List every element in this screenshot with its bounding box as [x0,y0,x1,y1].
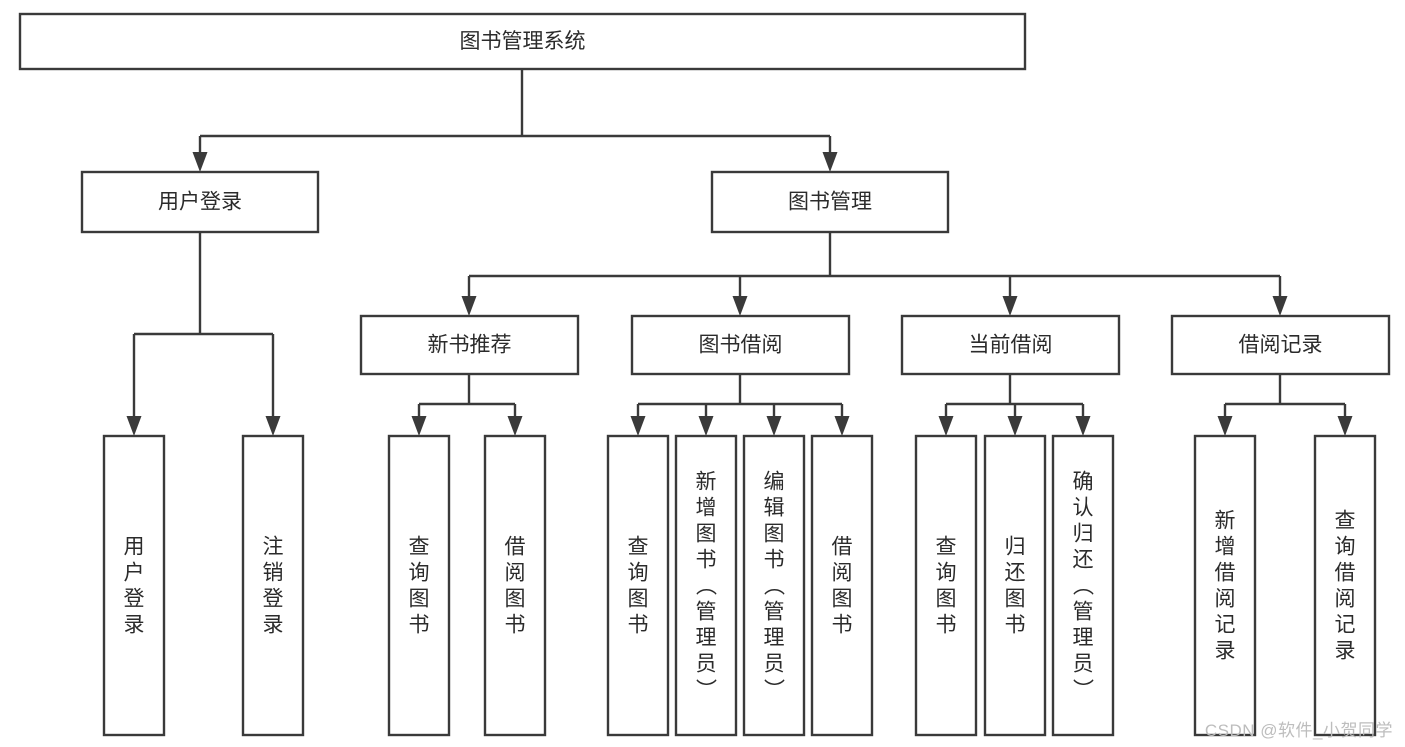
arrow-head-icon [192,152,208,172]
node-box-current-borrow[interactable] [900,314,1121,376]
arrow-head-icon [507,416,523,436]
node-box-leaf-query-book-3[interactable] [914,434,978,737]
node-leaf-edit-book[interactable]: 编辑图书（管理员） [742,434,806,737]
node-label-new-book-rec: 新书推荐 [428,334,512,357]
arrow-head-icon [1075,416,1091,436]
arrow-head-icon [265,416,281,436]
node-label-leaf-query-record: 查询借阅记录 [1335,510,1356,663]
node-leaf-add-book[interactable]: 新增图书（管理员） [674,434,738,737]
connector-layer [126,69,1353,436]
arrow-head-icon [766,416,782,436]
node-box-user-login[interactable] [80,170,320,234]
node-box-leaf-confirm-return[interactable] [1051,434,1115,737]
node-leaf-logout[interactable]: 注销登录 [241,434,305,737]
node-leaf-confirm-return[interactable]: 确认归还（管理员） [1051,434,1115,737]
arrow-head-icon [732,296,748,316]
node-label-book-borrow: 图书借阅 [699,334,783,357]
node-leaf-query-book-3[interactable]: 查询图书 [914,434,978,737]
node-box-book-manage[interactable] [710,170,950,234]
node-user-login[interactable]: 用户登录 [80,170,320,234]
node-box-new-book-rec[interactable] [359,314,580,376]
node-box-leaf-add-book[interactable] [674,434,738,737]
arrow-head-icon [411,416,427,436]
connector-bus-book-borrow [630,374,850,436]
arrow-head-icon [1007,416,1023,436]
node-current-borrow[interactable]: 当前借阅 [900,314,1121,376]
arrow-head-icon [1337,416,1353,436]
node-box-book-borrow[interactable] [630,314,851,376]
arrow-head-icon [1002,296,1018,316]
node-box-leaf-add-record[interactable] [1193,434,1257,737]
connector-bus-book-manage [461,232,1288,316]
node-box-leaf-logout[interactable] [241,434,305,737]
arrow-head-icon [1272,296,1288,316]
arrow-head-icon [822,152,838,172]
node-new-book-rec[interactable]: 新书推荐 [359,314,580,376]
arrow-head-icon [834,416,850,436]
node-box-leaf-borrow-book-2[interactable] [810,434,874,737]
node-box-leaf-query-record[interactable] [1313,434,1377,737]
connector-bus-current-borrow [938,374,1091,436]
node-leaf-query-book-2[interactable]: 查询图书 [606,434,670,737]
connector-bus-root [192,69,838,172]
node-leaf-return-book[interactable]: 归还图书 [983,434,1047,737]
connector-bus-user-login [126,232,281,436]
arrow-head-icon [630,416,646,436]
node-layer: 图书管理系统用户登录图书管理新书推荐图书借阅当前借阅借阅记录用户登录注销登录查询… [18,12,1391,737]
node-label-leaf-borrow-book-2: 借阅图书 [832,536,853,637]
node-book-manage[interactable]: 图书管理 [710,170,950,234]
node-box-leaf-edit-book[interactable] [742,434,806,737]
node-label-leaf-confirm-return: 确认归还（管理员） [1073,471,1095,702]
arrow-head-icon [938,416,954,436]
node-label-leaf-logout: 注销登录 [263,536,284,637]
node-leaf-query-record[interactable]: 查询借阅记录 [1313,434,1377,737]
node-root[interactable]: 图书管理系统 [18,12,1027,71]
node-leaf-borrow-book-1[interactable]: 借阅图书 [483,434,547,737]
node-label-leaf-return-book: 归还图书 [1005,536,1026,637]
arrow-head-icon [126,416,142,436]
node-borrow-record[interactable]: 借阅记录 [1170,314,1391,376]
node-label-book-manage: 图书管理 [788,191,872,214]
node-label-leaf-query-book-1: 查询图书 [409,536,430,637]
node-box-leaf-return-book[interactable] [983,434,1047,737]
connector-bus-borrow-record [1217,374,1353,436]
node-label-leaf-query-book-2: 查询图书 [628,536,649,637]
node-label-user-login: 用户登录 [158,191,242,214]
node-box-leaf-query-book-1[interactable] [387,434,451,737]
node-label-leaf-query-book-3: 查询图书 [936,536,957,637]
node-book-borrow[interactable]: 图书借阅 [630,314,851,376]
node-label-leaf-user-login: 用户登录 [124,536,145,637]
node-leaf-query-book-1[interactable]: 查询图书 [387,434,451,737]
node-leaf-borrow-book-2[interactable]: 借阅图书 [810,434,874,737]
node-label-leaf-add-book: 新增图书（管理员） [696,471,718,702]
node-label-leaf-borrow-book-1: 借阅图书 [505,536,526,637]
node-box-leaf-borrow-book-1[interactable] [483,434,547,737]
arrow-head-icon [1217,416,1233,436]
node-label-root: 图书管理系统 [460,30,586,53]
arrow-head-icon [461,296,477,316]
node-box-root[interactable] [18,12,1027,71]
node-box-leaf-query-book-2[interactable] [606,434,670,737]
node-box-leaf-user-login[interactable] [102,434,166,737]
node-label-leaf-add-record: 新增借阅记录 [1215,510,1236,663]
arrow-head-icon [698,416,714,436]
node-label-current-borrow: 当前借阅 [969,334,1053,357]
node-label-leaf-edit-book: 编辑图书（管理员） [764,471,786,702]
connector-bus-new-book-rec [411,374,523,436]
node-leaf-add-record[interactable]: 新增借阅记录 [1193,434,1257,737]
node-label-borrow-record: 借阅记录 [1239,334,1323,357]
node-box-borrow-record[interactable] [1170,314,1391,376]
node-leaf-user-login[interactable]: 用户登录 [102,434,166,737]
